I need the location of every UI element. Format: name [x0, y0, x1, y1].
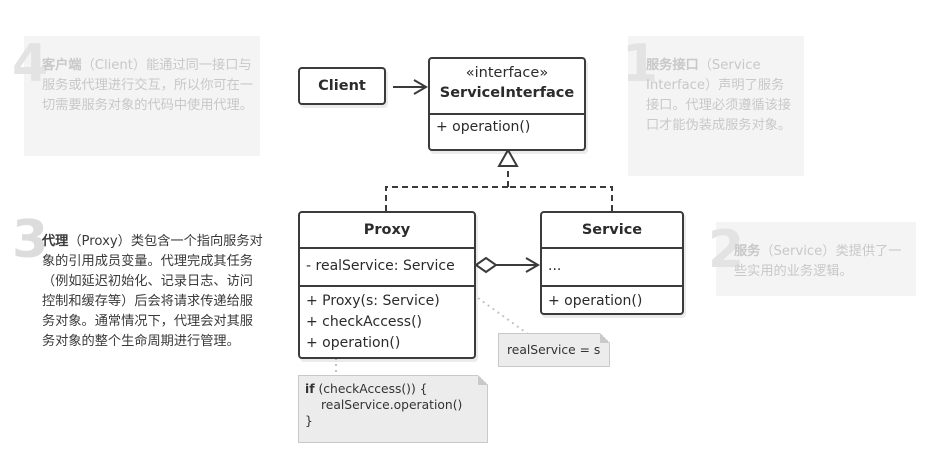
code-condition: (checkAccess()) { [314, 382, 428, 396]
aggregation-arrowhead [525, 257, 540, 273]
note-text: 代理（Proxy）类包含一个指向服务对象的引用成员变量。代理完成其任务（例如延迟… [42, 232, 264, 352]
proxy-field: - realService: Service [306, 258, 455, 274]
client-class-name: Client [318, 78, 366, 94]
note-body: （Service）类提供了一些实用的业务逻辑。 [734, 244, 902, 279]
note-number: 2 [708, 220, 745, 280]
note-body: （Proxy）类包含一个指向服务对象的引用成员变量。代理完成其任务（例如延迟初始… [42, 234, 263, 349]
service-class: Service ... + operation() [540, 211, 684, 315]
note-text: 服务（Service）类提供了一些实用的业务逻辑。 [734, 242, 912, 282]
aggregation-diamond [474, 256, 498, 274]
code-line: if (checkAccess()) { [305, 381, 487, 397]
code-keyword: if [305, 382, 315, 396]
code-line: realService.operation() [321, 398, 463, 412]
note-term: 服务接口 [646, 58, 699, 73]
proxy-fields: - realService: Service [300, 247, 474, 285]
proxy-class-name: Proxy [363, 222, 411, 238]
note-fold-corner [478, 375, 488, 385]
interface-name: ServiceInterface [439, 85, 575, 101]
constructor-code-note: realService = s [498, 333, 610, 367]
proxy-method: + checkAccess() [306, 314, 423, 330]
service-class-name: Service [581, 222, 643, 238]
note-text: 客户端（Client）能通过同一接口与服务或代理进行交互，所以你可在一切需要服务… [42, 56, 256, 116]
interface-header: «interface» ServiceInterface [430, 59, 584, 103]
realization-triangle [497, 147, 519, 167]
note-proxy: 3 代理（Proxy）类包含一个指向服务对象的引用成员变量。代理完成其任务（例如… [10, 210, 274, 390]
proxy-class: Proxy - realService: Service + Proxy(s: … [298, 211, 476, 359]
note-service: 2 服务（Service）类提供了一些实用的业务逻辑。 [708, 222, 916, 296]
note-number: 3 [12, 210, 49, 270]
note-text: 服务接口（Service Interface）声明了服务接口。代理必须遵循该接口… [646, 56, 796, 136]
service-method: + operation() [548, 293, 643, 309]
note-fold-corner [600, 333, 610, 343]
constructor-note-connector [477, 297, 529, 335]
constructor-code: realService = s [507, 343, 601, 357]
note-number: 4 [12, 34, 49, 94]
proxy-methods: + Proxy(s: Service) + checkAccess() + op… [300, 285, 474, 356]
proxy-realization-line [385, 186, 508, 211]
note-number: 1 [622, 34, 659, 94]
service-realization-line [508, 186, 613, 211]
proxy-method: + operation() [306, 335, 401, 351]
service-field: ... [548, 258, 562, 274]
note-term: 客户端 [42, 58, 82, 73]
client-class: Client [298, 67, 386, 105]
interface-method: + operation() [436, 119, 531, 135]
note-term: 服务 [734, 244, 761, 259]
service-fields: ... [542, 247, 682, 285]
interface-stereotype: «interface» [465, 65, 549, 81]
note-service-interface: 1 服务接口（Service Interface）声明了服务接口。代理必须遵循该… [622, 36, 804, 176]
interface-methods: + operation() [430, 113, 584, 140]
note-body: （Service Interface）声明了服务接口。代理必须遵循该接口才能伪装… [646, 58, 792, 133]
proxy-method: + Proxy(s: Service) [306, 293, 440, 309]
note-body: （Client）能通过同一接口与服务或代理进行交互，所以你可在一切需要服务对象的… [42, 58, 253, 113]
client-association-arrowhead [413, 79, 428, 95]
service-interface-class: «interface» ServiceInterface + operation… [428, 57, 586, 151]
code-line: } [305, 414, 313, 428]
note-term: 代理 [42, 234, 69, 249]
service-methods: + operation() [542, 285, 682, 314]
note-client: 4 客户端（Client）能通过同一接口与服务或代理进行交互，所以你可在一切需要… [12, 36, 260, 156]
operation-code-note: if (checkAccess()) { realService.operati… [298, 375, 488, 443]
